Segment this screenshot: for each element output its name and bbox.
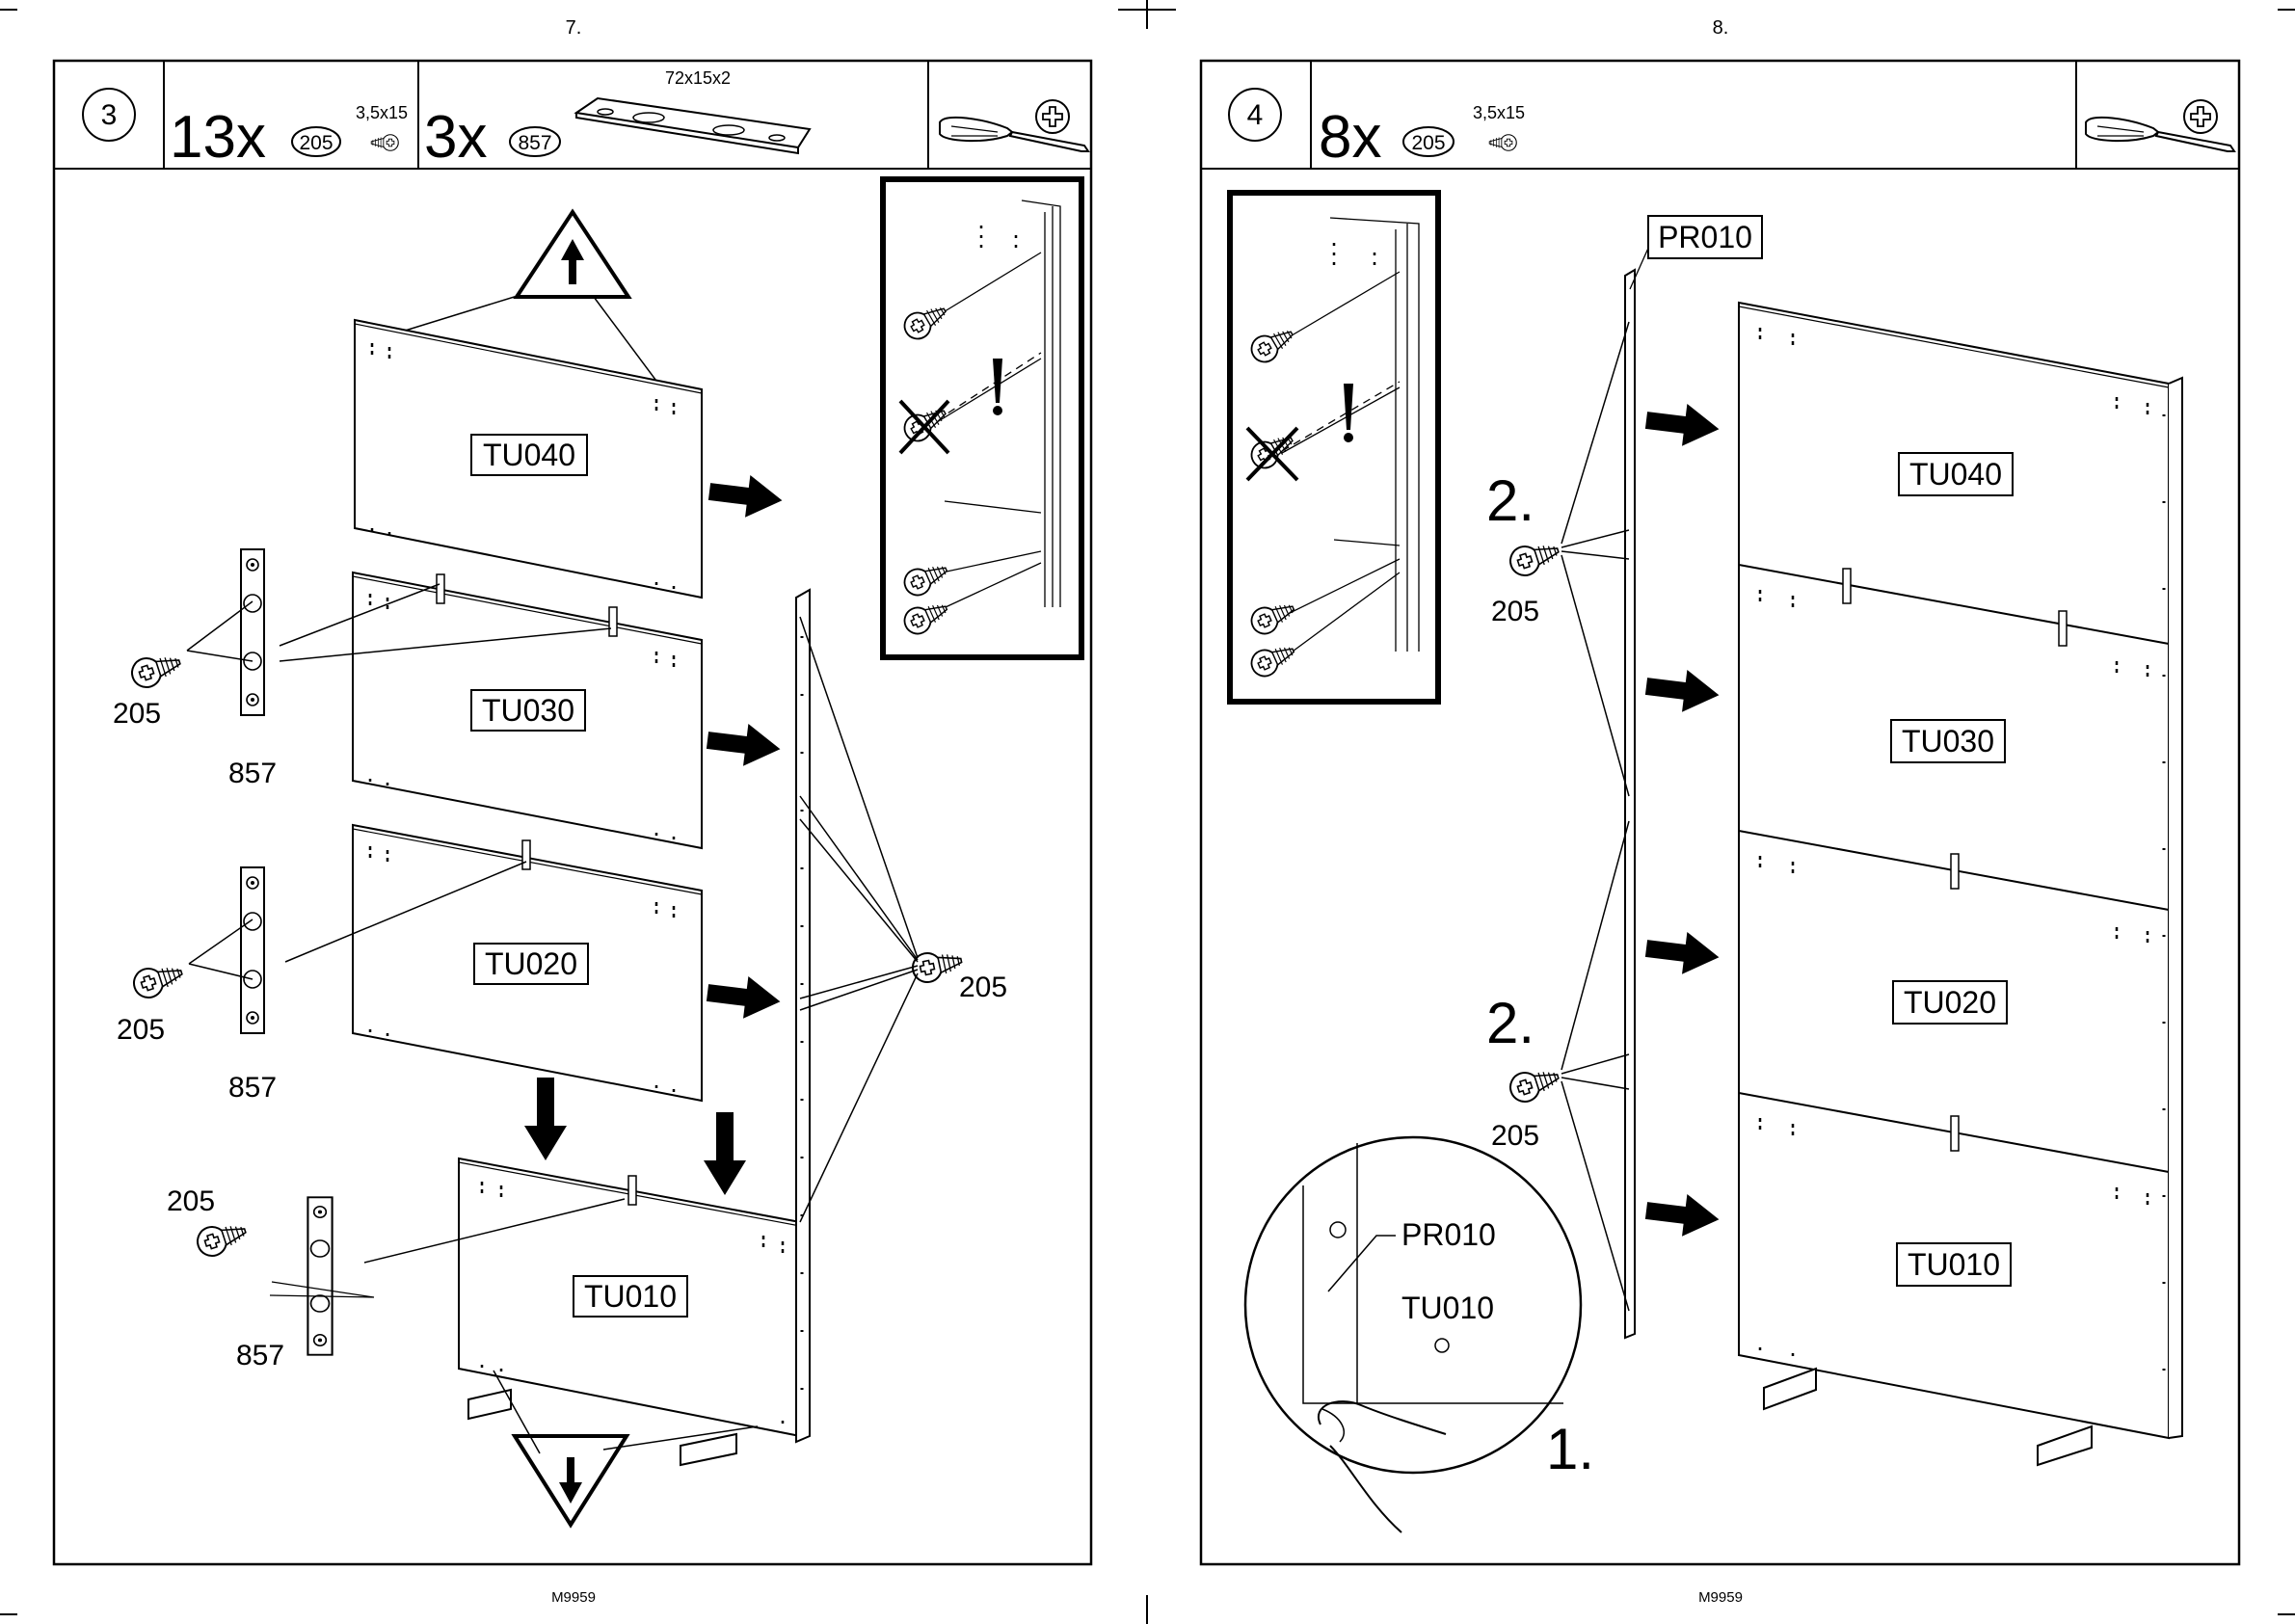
footer-code: M9959 [551,1589,596,1606]
panel-label: TU010 [1908,1247,2000,1282]
panel-label: TU010 [584,1279,677,1314]
panel-label: TU020 [1904,985,1996,1020]
screw-icon [128,649,184,691]
footer-code: M9959 [1698,1589,1743,1606]
screw-icon [910,946,964,985]
connector-plate-icon [241,867,264,1033]
panel-label: TU020 [485,946,577,981]
screw-callout: 205 [167,1185,215,1217]
screw-icon [194,1217,250,1260]
part-size: 3,5x15 [356,103,408,122]
page-number: 8. [1713,17,1729,39]
screw-icon [371,135,398,151]
shelf-panel: TU040 [355,320,702,598]
detail-label: PR010 [1401,1217,1496,1252]
part-qty: 3x [424,104,487,171]
page-number: 7. [566,17,582,39]
arrow-right-icon [1643,399,1721,450]
arrow-right-icon [1643,927,1721,978]
screw-callout: 205 [117,1014,165,1046]
arrow-right-icon [705,719,783,770]
sequence-step: 2. [1486,468,1534,533]
plate-callout: 857 [228,1072,277,1104]
part-code: 205 [1411,132,1445,154]
panel-label: TU040 [1909,457,2002,492]
screw-callout: 205 [1491,1120,1539,1152]
arrow-right-icon [1643,1189,1721,1240]
sequence-step: 2. [1486,991,1534,1055]
page-7: 7. 3 13x 205 3,5x15 3x 857 72x15x2 [54,17,1091,1606]
part-code: 205 [299,132,333,154]
phillips-cross-icon [2184,100,2217,133]
screw-callout: 205 [959,972,1007,1003]
arrow-down-icon [524,1078,567,1160]
screw-callout: 205 [1491,596,1539,627]
arrow-down-icon [704,1112,746,1195]
plate-callout: 857 [228,758,277,789]
screw-callout: 205 [113,698,161,730]
connector-plate-icon [241,549,264,715]
screw-icon [130,959,186,1001]
connector-plate-icon [307,1197,332,1354]
screw-icon [1489,135,1516,151]
shelf-panel: TU030 [353,572,702,848]
part-size: 72x15x2 [665,68,731,88]
detail-inset [883,179,1081,657]
screw-icon [1507,537,1562,579]
page-8: 8. 4 8x 205 3,5x15 [1201,17,2239,1606]
connector-plate-icon [576,98,810,153]
step-number: 3 [101,99,118,131]
side-panel [796,590,810,1442]
magnified-detail: PR010 TU010 1. [1245,1137,1594,1532]
plate-callout: 857 [236,1340,284,1371]
panel-label: TU030 [482,693,574,728]
shelf-panel: TU020 [353,825,702,1101]
sequence-step: 1. [1546,1417,1594,1481]
panel-label: TU040 [483,438,575,472]
part-size: 3,5x15 [1473,103,1525,122]
arrow-right-icon [1643,665,1721,716]
parts-header: 4 8x 205 3,5x15 [1201,61,2239,171]
arrow-right-icon [707,470,785,521]
part-qty: 8x [1319,104,1381,171]
arrow-right-icon [705,972,783,1023]
detail-label: TU010 [1401,1291,1494,1325]
phillips-cross-icon [1036,100,1069,133]
shelf-panel: TU010 [459,1158,800,1465]
parts-header: 3 13x 205 3,5x15 3x 857 72x15x2 [54,61,1091,171]
part-code: 857 [518,132,551,154]
side-panel-label: PR010 [1658,220,1752,254]
step-number: 4 [1247,99,1264,131]
screw-icon [1507,1063,1562,1105]
detail-inset [1230,193,1438,702]
shelf-panel: TU040 TU030 TU020 TU010 [1739,303,2182,1465]
part-qty: 13x [170,104,266,171]
panel-label: TU030 [1902,724,1994,759]
